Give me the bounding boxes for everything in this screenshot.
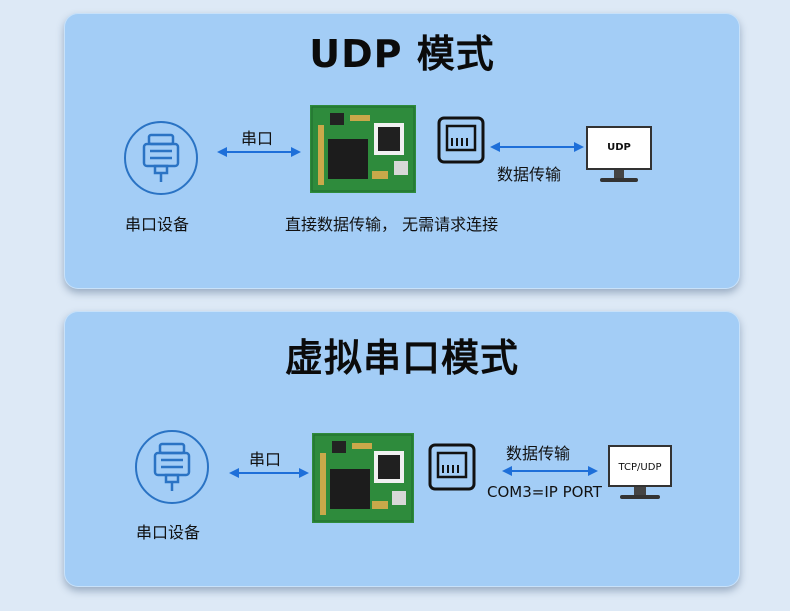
module-caption: 直接数据传输， 无需请求连接 — [285, 215, 499, 234]
ethernet-port-icon — [437, 116, 485, 168]
network-link-label: 数据传输 — [497, 165, 562, 184]
serial-device-icon — [124, 121, 198, 195]
ethernet-port-icon — [428, 443, 476, 495]
serial-to-ethernet-module — [310, 105, 416, 193]
serial-device-label: 串口设备 — [136, 523, 201, 542]
udp-mode-panel: UDP 模式 串口设备 串口 直接 — [64, 13, 740, 289]
network-double-arrow — [502, 466, 598, 476]
serial-double-arrow — [229, 468, 309, 478]
monitor-text: TCP/UDP — [618, 462, 662, 473]
monitor-icon — [586, 126, 652, 186]
serial-device-icon — [135, 430, 209, 504]
mapping-label: COM3=IP PORT — [487, 483, 602, 501]
serial-link-label: 串口 — [241, 129, 274, 148]
serial-link-label: 串口 — [249, 450, 282, 469]
virtual-com-mode-panel: 虚拟串口模式 串口设备 串口 — [64, 311, 740, 587]
virtual-com-mode-title: 虚拟串口模式 — [284, 336, 519, 380]
serial-double-arrow — [217, 147, 301, 157]
monitor-text: UDP — [607, 142, 631, 153]
network-link-label: 数据传输 — [506, 444, 571, 463]
monitor-icon — [608, 445, 672, 503]
serial-device-label: 串口设备 — [125, 215, 190, 234]
udp-mode-title: UDP 模式 — [309, 32, 495, 76]
serial-to-ethernet-module — [312, 433, 414, 523]
network-double-arrow — [490, 142, 584, 152]
